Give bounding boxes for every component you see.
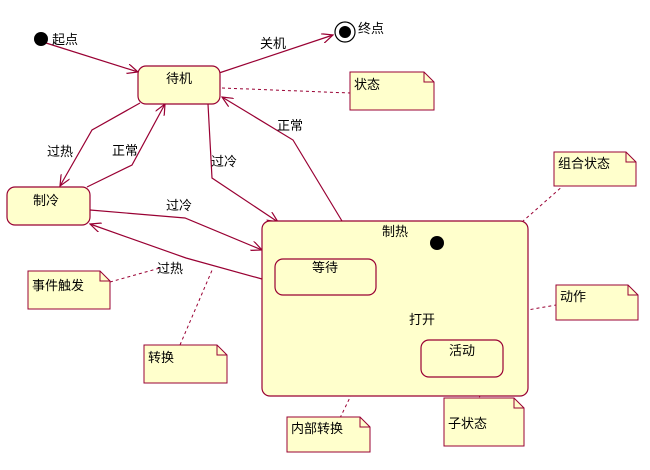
label-cold-2: 过冷 bbox=[166, 199, 192, 214]
final-state-marker bbox=[334, 21, 356, 43]
transition-standby-to-cooling bbox=[60, 102, 141, 186]
note-composite-state-text: 组合状态 bbox=[558, 157, 610, 172]
note-action-text: 动作 bbox=[560, 290, 586, 305]
note-event-trigger-text: 事件触发 bbox=[32, 278, 84, 294]
folded-note-icon bbox=[443, 397, 525, 447]
note-event-trigger: 事件触发 bbox=[27, 270, 111, 310]
transition-standby-to-heating bbox=[207, 103, 278, 222]
note-composite-state: 组合状态 bbox=[553, 151, 637, 187]
transition-standby-to-final bbox=[218, 35, 333, 74]
label-normal-1: 正常 bbox=[112, 144, 138, 159]
folded-note-icon bbox=[349, 71, 435, 111]
note-transition: 转换 bbox=[143, 344, 228, 384]
connector-composite-note bbox=[521, 184, 565, 223]
label-normal-2: 正常 bbox=[277, 119, 303, 134]
inner-initial-marker bbox=[430, 236, 444, 250]
note-state-text: 状态 bbox=[354, 78, 380, 93]
state-standby[interactable]: 待机 bbox=[137, 65, 221, 105]
label-overheat-1: 过热 bbox=[47, 145, 73, 160]
initial-state-marker bbox=[34, 32, 48, 46]
note-internal-transition: 内部转换 bbox=[286, 416, 371, 453]
note-substate: 子状态 bbox=[443, 397, 525, 447]
label-cold-1: 过冷 bbox=[211, 155, 237, 170]
state-heating-label: 制热 bbox=[382, 225, 408, 240]
note-substate-text: 子状态 bbox=[448, 417, 487, 432]
state-waiting-label: 等待 bbox=[312, 260, 338, 276]
state-active[interactable]: 活动 bbox=[420, 339, 504, 378]
transition-start-to-standby bbox=[45, 42, 138, 72]
note-action: 动作 bbox=[555, 284, 639, 321]
folded-note-icon bbox=[553, 151, 637, 187]
connector-state-note bbox=[221, 87, 351, 94]
folded-note-icon bbox=[555, 284, 639, 321]
note-internal-transition-text: 内部转换 bbox=[291, 421, 343, 437]
transition-cooling-to-standby bbox=[86, 104, 165, 188]
folded-note-icon bbox=[286, 416, 371, 453]
note-state: 状态 bbox=[349, 71, 435, 111]
note-transition-text: 转换 bbox=[148, 351, 174, 366]
state-standby-label: 待机 bbox=[166, 72, 192, 87]
label-overheat-2: 过热 bbox=[157, 262, 183, 277]
state-active-label: 活动 bbox=[449, 344, 475, 359]
transition-heating-to-standby bbox=[222, 97, 343, 222]
transition-heating-to-cooling bbox=[90, 224, 263, 280]
connector-event-note bbox=[109, 267, 161, 283]
state-cooling-label: 制冷 bbox=[33, 194, 59, 209]
label-open: 打开 bbox=[409, 313, 435, 328]
state-waiting[interactable]: 等待 bbox=[274, 258, 377, 296]
connector-transition-note bbox=[179, 267, 214, 346]
folded-note-icon bbox=[143, 344, 228, 384]
initial-state-label: 起点 bbox=[52, 33, 78, 48]
transition-cooling-to-heating bbox=[89, 209, 262, 250]
state-cooling[interactable]: 制冷 bbox=[6, 186, 91, 226]
folded-note-icon bbox=[27, 270, 111, 310]
final-state-label: 终点 bbox=[358, 21, 384, 37]
label-shutdown: 关机 bbox=[260, 37, 286, 52]
